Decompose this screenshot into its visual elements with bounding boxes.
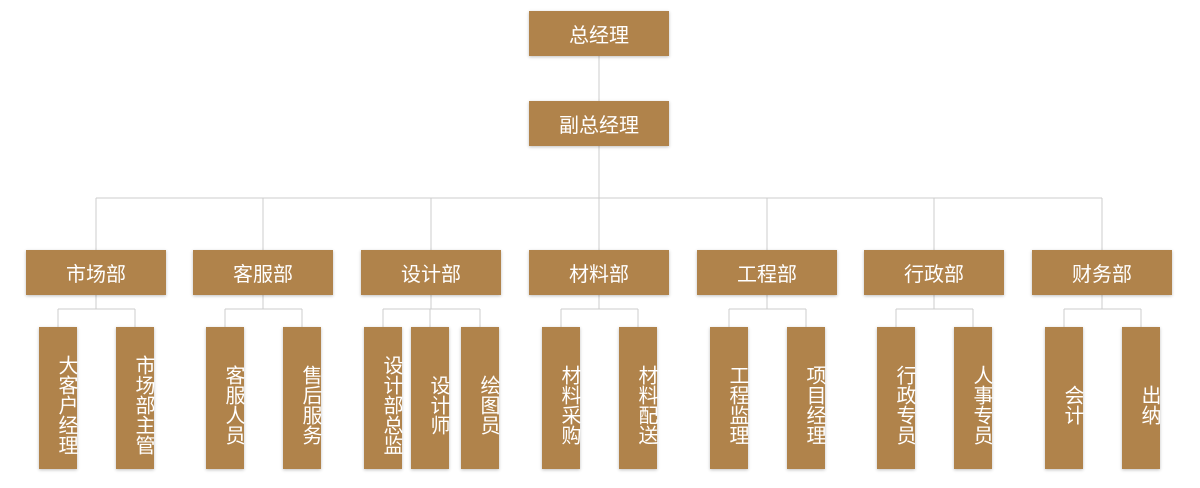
- role-box: 工程监理: [710, 327, 750, 469]
- department-label: 市场部: [66, 262, 126, 286]
- department-box: 行政部: [864, 250, 1004, 295]
- role-box: 项目经理: [787, 327, 827, 469]
- role-box: 大客户经理: [39, 327, 79, 469]
- role-label: 大客户经理: [55, 355, 79, 455]
- department-label: 行政部: [904, 262, 964, 286]
- role-box: 材料配送: [619, 327, 659, 469]
- role-box: 出纳: [1122, 327, 1162, 469]
- node-label: 总经理: [569, 23, 629, 47]
- role-label: 绘图员: [477, 375, 501, 435]
- department-label: 财务部: [1072, 262, 1132, 286]
- role-box: 设计师: [411, 327, 451, 469]
- role-label: 行政专员: [893, 365, 917, 445]
- role-box: 市场部主管: [116, 327, 156, 469]
- department-label: 工程部: [737, 262, 797, 286]
- role-box: 行政专员: [877, 327, 917, 469]
- department-label: 材料部: [569, 262, 629, 286]
- role-label: 人事专员: [970, 365, 994, 445]
- department-box: 市场部: [26, 250, 166, 295]
- department-label: 客服部: [233, 262, 293, 286]
- department-box: 工程部: [697, 250, 837, 295]
- role-label: 售后服务: [299, 365, 323, 445]
- role-box: 绘图员: [461, 327, 501, 469]
- department-box: 财务部: [1032, 250, 1172, 295]
- role-box: 人事专员: [954, 327, 994, 469]
- department-box: 设计部: [361, 250, 501, 295]
- role-label: 材料配送: [635, 365, 659, 445]
- role-label: 出纳: [1138, 385, 1162, 425]
- role-label: 项目经理: [803, 365, 827, 445]
- role-label: 设计部总监: [380, 355, 404, 455]
- role-label: 会计: [1061, 385, 1085, 425]
- node-label: 副总经理: [559, 113, 639, 137]
- role-label: 市场部主管: [132, 355, 156, 455]
- node-general-manager: 总经理: [529, 11, 669, 56]
- role-box: 客服人员: [206, 327, 246, 469]
- department-label: 设计部: [401, 262, 461, 286]
- role-box: 设计部总监: [364, 327, 404, 469]
- department-box: 材料部: [529, 250, 669, 295]
- department-box: 客服部: [193, 250, 333, 295]
- role-box: 材料采购: [542, 327, 582, 469]
- node-deputy-general-manager: 副总经理: [529, 101, 669, 146]
- role-label: 材料采购: [558, 365, 582, 445]
- role-box: 会计: [1045, 327, 1085, 469]
- role-label: 工程监理: [726, 365, 750, 445]
- role-label: 客服人员: [222, 365, 246, 445]
- role-box: 售后服务: [283, 327, 323, 469]
- role-label: 设计师: [427, 375, 451, 435]
